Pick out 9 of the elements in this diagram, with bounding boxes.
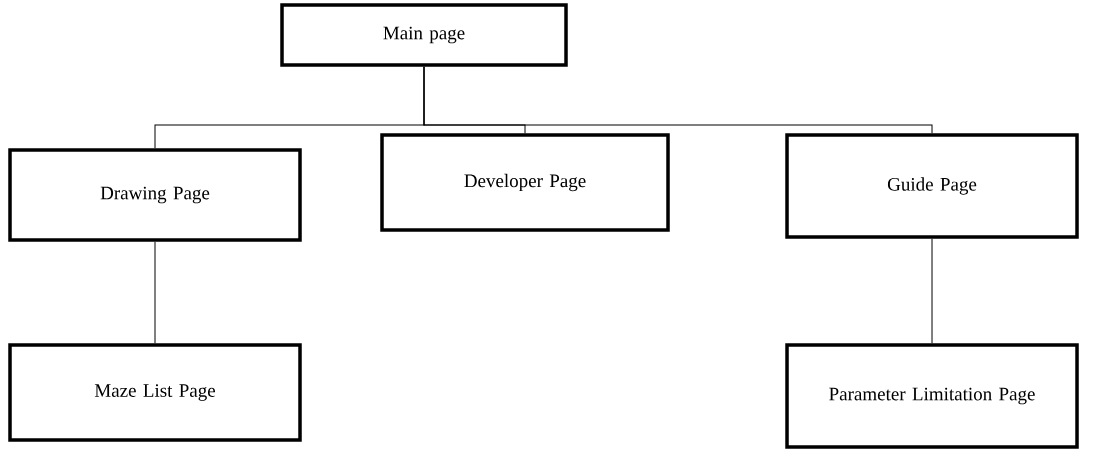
connector-line — [154, 241, 156, 344]
page-box: Drawing Page — [8, 148, 302, 242]
page-box: Guide Page — [785, 133, 1079, 239]
page-box: Parameter Limitation Page — [785, 343, 1079, 449]
page-box: Main page — [280, 3, 568, 67]
page-box: Maze List Page — [8, 343, 302, 442]
connector-line — [931, 238, 933, 344]
page-box: Developer Page — [380, 133, 670, 232]
connector-line — [423, 66, 933, 134]
